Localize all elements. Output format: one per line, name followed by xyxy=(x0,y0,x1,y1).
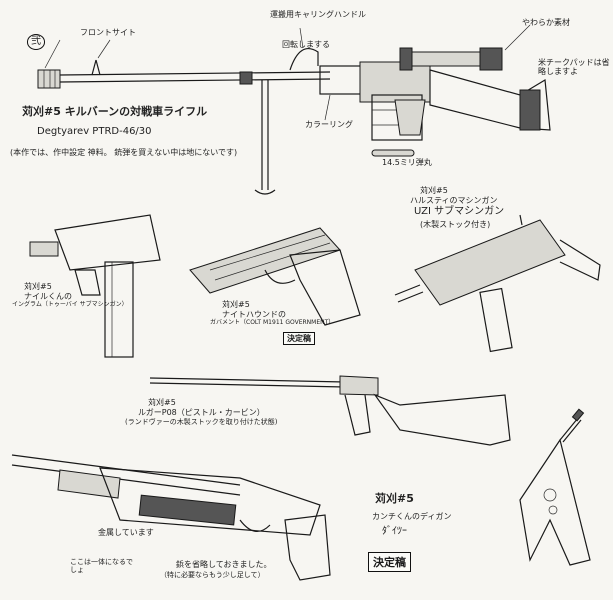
luger-line1: ルガーP08（ピストル・カービン） xyxy=(138,408,265,417)
ammo-note: 14.5ミリ弾丸 xyxy=(382,158,432,167)
guitar-title: 苅刈#5 xyxy=(375,492,414,505)
shotgun-drawing xyxy=(11,454,331,581)
mac-smg-drawing xyxy=(29,214,161,358)
uzi-drawing xyxy=(394,214,601,353)
rifle-model: Degtyarev PTRD-46/30 xyxy=(37,126,152,137)
uzi-line1: ハルスティのマシンガン xyxy=(410,196,498,205)
luger-title: 苅刈#5 xyxy=(148,398,176,407)
uzi-title: 苅刈#5 xyxy=(420,186,448,195)
uzi-line3: (木製ストック付き) xyxy=(420,220,491,229)
rifle-marker: 弐 xyxy=(27,34,45,50)
rear-sight-label: 回転しまする xyxy=(282,40,330,49)
colt-final-stamp: 決定稿 xyxy=(283,332,315,345)
shotgun-note3: 鋲を省略しておきました。 xyxy=(176,560,272,569)
mac-line2: イングラム（トゥーバイ サブマシンガン） xyxy=(12,301,128,308)
carry-ring-label: カラーリング xyxy=(305,120,353,129)
mac-line1: ナイルくんの xyxy=(24,292,72,301)
luger-carbine-drawing xyxy=(149,375,511,446)
carry-handle-label: 運搬用キャリングハンドル xyxy=(270,10,366,19)
guitar-line2: ﾀﾞｲﾂｰ xyxy=(382,526,407,537)
mac-title: 苅刈#5 xyxy=(24,282,52,291)
guitar-final-stamp: 決定稿 xyxy=(368,552,411,572)
shotgun-note4: （特に必要ならもう少し足して） xyxy=(160,571,265,579)
bipod-note: やわらか素材 xyxy=(522,18,570,27)
guitar-line1: カンチくんのディガン xyxy=(372,512,452,521)
guitar-drawing xyxy=(519,408,591,566)
colt-pistol-drawing xyxy=(189,227,361,326)
front-sight-label: フロントサイト xyxy=(80,28,136,37)
rifle-title: 苅刈#5 キルバーンの対戦車ライフル xyxy=(22,105,208,118)
cheekpad-note: 米チークパッドは省略しますよ xyxy=(538,58,610,77)
uzi-line2: UZI サブマシンガン xyxy=(414,206,505,217)
shotgun-note1: 金属しています xyxy=(98,528,154,537)
anti-tank-rifle-drawing xyxy=(37,24,551,195)
colt-line1: ナイトハウンドの xyxy=(222,310,286,319)
colt-title: 苅刈#5 xyxy=(222,300,250,309)
colt-line2: ガバメント（COLT M1911 GOVERNMENT） xyxy=(210,319,335,326)
luger-line2: (ランドヴァーの木製ストックを取り付けた状態) xyxy=(125,418,278,426)
shotgun-note2: ここは一体になるでしょ xyxy=(70,558,133,575)
rifle-comment: (本作では、作中設定 神料。 銃弾を買えない中は地にないです) xyxy=(10,148,238,157)
